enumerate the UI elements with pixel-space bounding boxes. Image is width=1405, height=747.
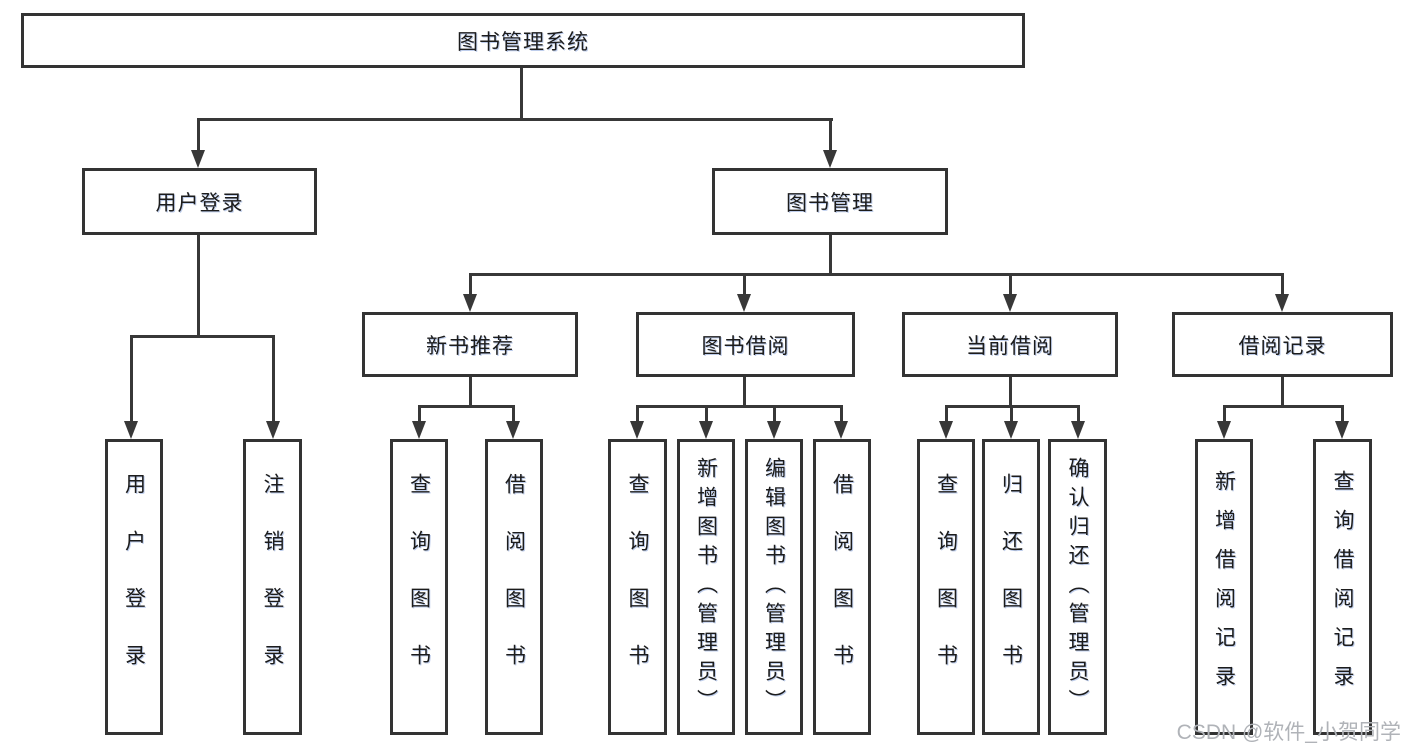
arrow-down-icon	[699, 421, 713, 439]
arrow-down-icon	[1275, 294, 1289, 312]
connector-line	[418, 405, 421, 421]
connector-line	[1009, 273, 1012, 295]
connector-line	[705, 405, 708, 421]
leaf-confirm-return-admin: 确认归还（管理员）	[1048, 439, 1107, 735]
connector-line	[512, 405, 515, 421]
arrow-down-icon	[1071, 421, 1085, 439]
leaf-user-login: 用户登录	[105, 439, 163, 735]
leaf-query-books-recommend: 查询图书	[390, 439, 448, 735]
connector-line	[197, 235, 200, 335]
csdn-watermark: CSDN @软件_小贺同学	[1176, 721, 1401, 744]
node-user-login-label: 用户登录	[155, 191, 244, 215]
connector-line	[197, 118, 833, 121]
arrow-down-icon	[191, 150, 205, 168]
leaf-return-books: 归还图书	[982, 439, 1040, 735]
arrow-down-icon	[124, 421, 138, 439]
connector-line	[829, 118, 832, 152]
connector-line	[197, 118, 200, 152]
leaf-add-borrow-record: 新增借阅记录	[1195, 439, 1253, 735]
arrow-down-icon	[412, 421, 426, 439]
arrow-down-icon	[767, 421, 781, 439]
connector-line	[829, 235, 832, 273]
connector-line	[636, 405, 843, 408]
arrow-down-icon	[266, 421, 280, 439]
connector-line	[469, 273, 1283, 276]
connector-line	[1281, 377, 1284, 405]
leaf-query-books-borrow: 查询图书	[608, 439, 667, 735]
node-book-management-label: 图书管理	[786, 191, 874, 215]
connector-line	[636, 405, 639, 421]
node-user-login: 用户登录	[82, 168, 317, 235]
node-root-label: 图书管理系统	[457, 30, 589, 54]
node-root: 图书管理系统	[21, 13, 1025, 68]
connector-line	[469, 377, 472, 405]
arrow-down-icon	[737, 294, 751, 312]
arrow-down-icon	[630, 421, 644, 439]
connector-line	[130, 335, 133, 421]
leaf-borrow-books: 借阅图书	[813, 439, 871, 735]
node-current-borrow: 当前借阅	[902, 312, 1118, 377]
arrow-down-icon	[834, 421, 848, 439]
node-new-book-recommend-label: 新书推荐	[426, 334, 514, 358]
connector-line	[773, 405, 776, 421]
node-new-book-recommend: 新书推荐	[362, 312, 578, 377]
connector-line	[743, 273, 746, 295]
arrow-down-icon	[823, 150, 837, 168]
arrow-down-icon	[463, 294, 477, 312]
connector-line	[945, 405, 948, 421]
connector-line	[520, 68, 523, 118]
connector-line	[1281, 273, 1284, 295]
connector-line	[1009, 377, 1012, 405]
arrow-down-icon	[1004, 421, 1018, 439]
connector-line	[840, 405, 843, 421]
leaf-edit-books-admin: 编辑图书（管理员）	[745, 439, 803, 735]
connector-line	[743, 377, 746, 405]
leaf-logout: 注销登录	[243, 439, 302, 735]
connector-line	[418, 405, 515, 408]
leaf-borrow-books-recommend: 借阅图书	[485, 439, 543, 735]
node-current-borrow-label: 当前借阅	[966, 334, 1054, 358]
connector-line	[1341, 405, 1344, 421]
arrow-down-icon	[1003, 294, 1017, 312]
connector-line	[1077, 405, 1080, 421]
arrow-down-icon	[1335, 421, 1349, 439]
connector-line	[130, 335, 275, 338]
connector-line	[469, 273, 472, 295]
leaf-query-borrow-record: 查询借阅记录	[1313, 439, 1372, 735]
arrow-down-icon	[506, 421, 520, 439]
leaf-add-books-admin: 新增图书（管理员）	[677, 439, 735, 735]
leaf-query-books-current: 查询图书	[917, 439, 975, 735]
connector-line	[1010, 405, 1013, 421]
node-borrow-records-label: 借阅记录	[1238, 334, 1327, 358]
node-book-management: 图书管理	[712, 168, 948, 235]
connector-line	[1223, 405, 1344, 408]
arrow-down-icon	[1217, 421, 1231, 439]
node-book-borrow-label: 图书借阅	[701, 334, 790, 358]
connector-line	[272, 335, 275, 421]
connector-line	[1223, 405, 1226, 421]
node-borrow-records: 借阅记录	[1172, 312, 1393, 377]
node-book-borrow: 图书借阅	[636, 312, 855, 377]
arrow-down-icon	[939, 421, 953, 439]
